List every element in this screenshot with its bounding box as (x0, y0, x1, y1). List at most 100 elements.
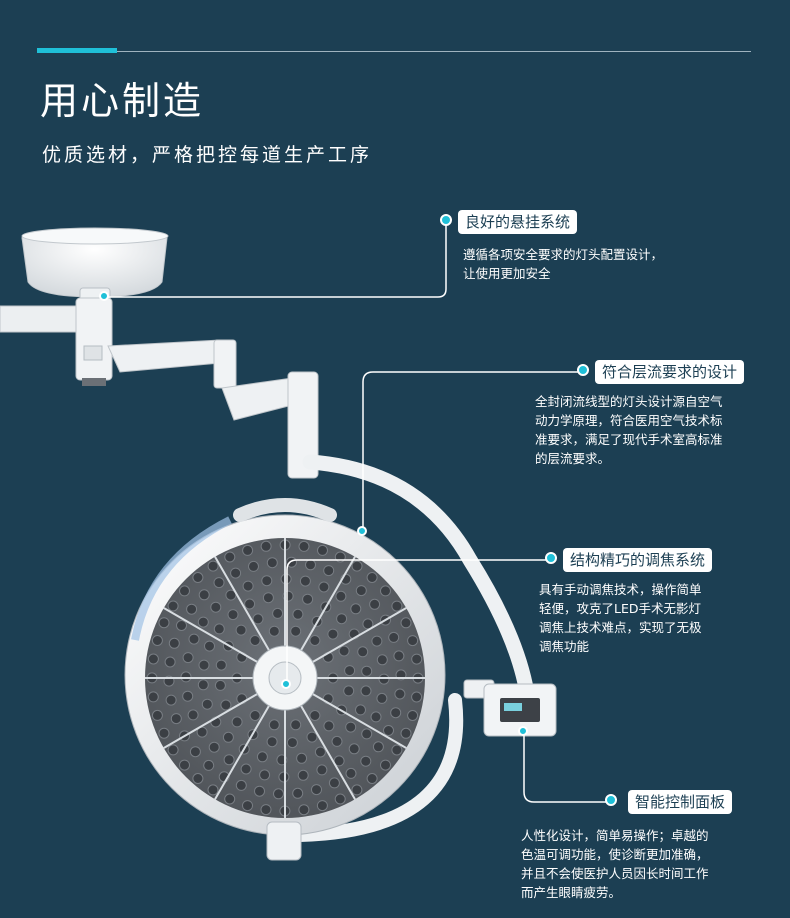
led-dot (327, 628, 339, 640)
led-dot (259, 769, 271, 781)
led-dot (362, 618, 374, 630)
led-dot (227, 609, 239, 621)
led-dot (391, 744, 403, 756)
led-dot (230, 567, 242, 579)
led-dot (220, 699, 232, 711)
led-dot (355, 704, 366, 716)
led-dot (256, 751, 268, 763)
led-dot (189, 746, 201, 758)
led-dot (182, 690, 194, 702)
face-spoke (312, 693, 407, 749)
led-dot (242, 580, 254, 592)
led-dot (351, 560, 363, 572)
feature-title-control-panel: 智能控制面板 (628, 790, 733, 814)
feature-title-suspension: 良好的悬挂系统 (458, 210, 578, 234)
led-dot (318, 581, 330, 593)
led-dot (296, 752, 308, 764)
led-dot (338, 645, 350, 657)
control-panel (463, 679, 557, 737)
feature-desc-laminar: 全封闭流线型的灯头设计源自空气 动力学原理，符合医用空气技术标 准要求，满足了现… (535, 394, 723, 466)
led-dot (393, 650, 405, 662)
led-dot (361, 665, 373, 677)
led-dot (254, 785, 265, 797)
led-dot (292, 608, 304, 620)
lower-yoke-arm (293, 693, 464, 842)
led-dot (366, 572, 378, 583)
led-dot (235, 779, 247, 791)
led-dot (147, 653, 159, 665)
led-dot (357, 646, 369, 658)
face-spoke (214, 556, 270, 651)
led-dot (167, 744, 179, 756)
led-dot (411, 691, 423, 703)
led-dot (311, 784, 322, 796)
led-dot (224, 793, 236, 805)
led-dot (370, 711, 382, 723)
led-dot (371, 635, 383, 647)
anchor-dot (99, 291, 109, 301)
led-dot (235, 624, 247, 636)
led-dot (248, 560, 259, 572)
lamp-head (124, 498, 446, 861)
led-dot (182, 652, 194, 664)
led-dot (147, 691, 159, 703)
led-dot (197, 679, 209, 691)
led-dot (151, 635, 163, 646)
led-dot (400, 617, 412, 629)
led-dot (231, 716, 243, 728)
led-dot (400, 727, 412, 739)
led-dot (198, 589, 210, 601)
led-dot (411, 653, 423, 665)
led-dot (280, 573, 292, 585)
led-dot (268, 719, 280, 731)
led-dot (186, 603, 198, 615)
led-dot (297, 769, 309, 781)
led-dot (278, 771, 290, 783)
led-dot (350, 603, 362, 615)
led-dot (179, 759, 190, 771)
led-dot (323, 565, 335, 577)
led-dot (369, 598, 381, 610)
led-dot (372, 741, 384, 753)
led-dot (407, 635, 419, 647)
led-dot (336, 613, 348, 625)
ceiling-canopy (21, 227, 169, 303)
face-spoke (163, 607, 258, 663)
led-dot (244, 598, 256, 610)
led-dot (328, 777, 340, 789)
led-dot (207, 560, 219, 572)
led-dot (309, 635, 321, 646)
led-dot (380, 585, 391, 597)
led-dot (170, 713, 182, 725)
anchor-dot (357, 526, 367, 536)
callout-dot (545, 552, 557, 564)
led-dot (180, 671, 192, 683)
led-dot (314, 746, 326, 758)
led-dot (168, 637, 180, 649)
led-dot (266, 557, 278, 569)
led-dot (158, 727, 170, 739)
led-dot (331, 735, 343, 747)
led-dot (210, 601, 222, 613)
led-dot (207, 784, 219, 796)
led-dot (345, 767, 357, 779)
led-dot (272, 607, 284, 619)
led-dot (316, 764, 328, 776)
led-dot (376, 654, 388, 666)
led-dot (376, 692, 388, 704)
page-subtitle: 优质选材，严格把控每道生产工序 (42, 144, 373, 166)
led-dot (383, 725, 394, 736)
led-dot (167, 600, 179, 612)
led-dot (158, 617, 170, 629)
led-dot (203, 759, 215, 771)
led-dot (306, 731, 318, 743)
led-dot (151, 709, 163, 721)
led-dot (196, 726, 208, 738)
led-dot (290, 625, 302, 637)
face-spoke (312, 607, 407, 663)
led-dot (197, 616, 209, 628)
feature-desc-focus: 具有手动调焦技术，操作简单 轻便，攻克了LED手术无影灯 调焦上技术难点，实现了… (539, 582, 702, 654)
led-dot (223, 754, 235, 766)
face-spoke (300, 556, 356, 651)
led-dot (360, 755, 372, 767)
